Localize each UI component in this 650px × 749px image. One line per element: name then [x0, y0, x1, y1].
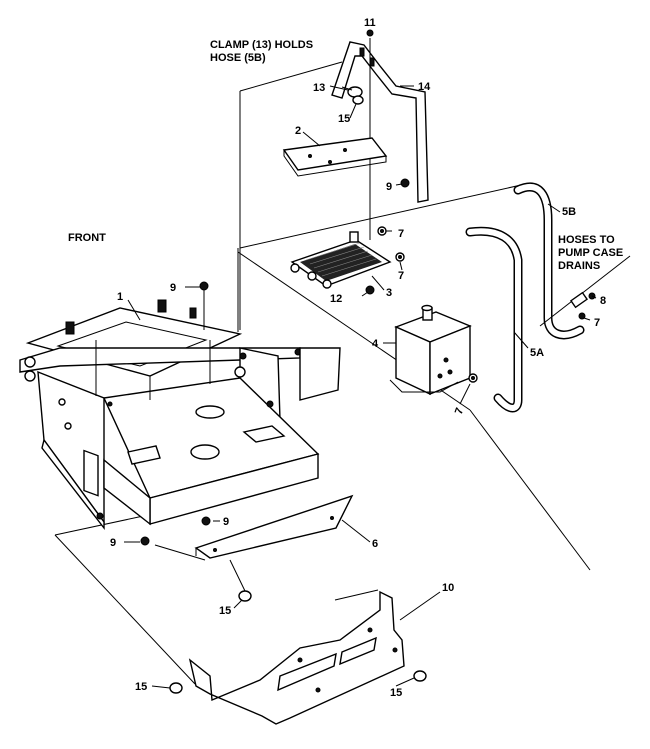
callout-10: 10	[442, 582, 454, 594]
bracket-14	[331, 29, 429, 240]
callout-15-b: 15	[219, 605, 231, 617]
plate-2	[282, 137, 388, 177]
callout-1: 1	[117, 291, 123, 303]
bolts-15-panel	[169, 670, 427, 694]
callout-12: 12	[330, 293, 342, 305]
callout-14: 14	[418, 81, 431, 93]
washers-7	[377, 226, 478, 383]
screw-9-bracket	[400, 178, 410, 188]
callout-6: 6	[372, 538, 378, 550]
hose-5a	[465, 226, 523, 413]
reservoir-tank-4	[389, 304, 472, 396]
note-hoses-line3: DRAINS	[558, 260, 600, 272]
rear-panel-10	[188, 590, 405, 725]
callout-9-c: 9	[223, 516, 229, 528]
callout-11: 11	[364, 17, 376, 29]
leader-lines	[124, 85, 597, 689]
callout-13: 13	[313, 82, 325, 94]
callout-9-d: 9	[110, 537, 116, 549]
callout-3: 3	[386, 287, 392, 299]
bolt-15-shield	[229, 559, 252, 602]
callout-7-c: 7	[453, 406, 466, 416]
note-hoses-line2: PUMP CASE	[558, 247, 623, 259]
callout-5a: 5A	[530, 347, 544, 359]
callout-4: 4	[372, 338, 379, 350]
callout-15-d: 15	[390, 687, 402, 699]
callout-2: 2	[295, 125, 301, 137]
shield-6	[194, 494, 354, 559]
callout-5b: 5B	[562, 206, 576, 218]
note-hoses-line1: HOSES TO	[558, 234, 615, 246]
main-frame-1	[19, 299, 341, 531]
callout-9-a: 9	[170, 282, 176, 294]
callout-7-b: 7	[398, 270, 404, 282]
callout-7-a: 7	[398, 228, 404, 240]
note-front: FRONT	[68, 232, 106, 244]
note-clamp-line2: HOSE (5B)	[210, 52, 266, 64]
callout-15-c: 15	[135, 681, 147, 693]
clamp-13	[341, 86, 364, 105]
screws-9-frame	[140, 281, 211, 546]
upper-assembly-outline	[237, 61, 591, 571]
callout-9-b: 9	[386, 181, 392, 193]
note-clamp-line1: CLAMP (13) HOLDS	[210, 39, 313, 51]
fitting-8	[539, 255, 631, 327]
callout-15-a: 15	[338, 113, 350, 125]
hose-5b	[513, 182, 585, 340]
oil-cooler-3	[290, 231, 392, 295]
callout-7-d: 7	[594, 317, 600, 329]
callout-8: 8	[600, 295, 606, 307]
